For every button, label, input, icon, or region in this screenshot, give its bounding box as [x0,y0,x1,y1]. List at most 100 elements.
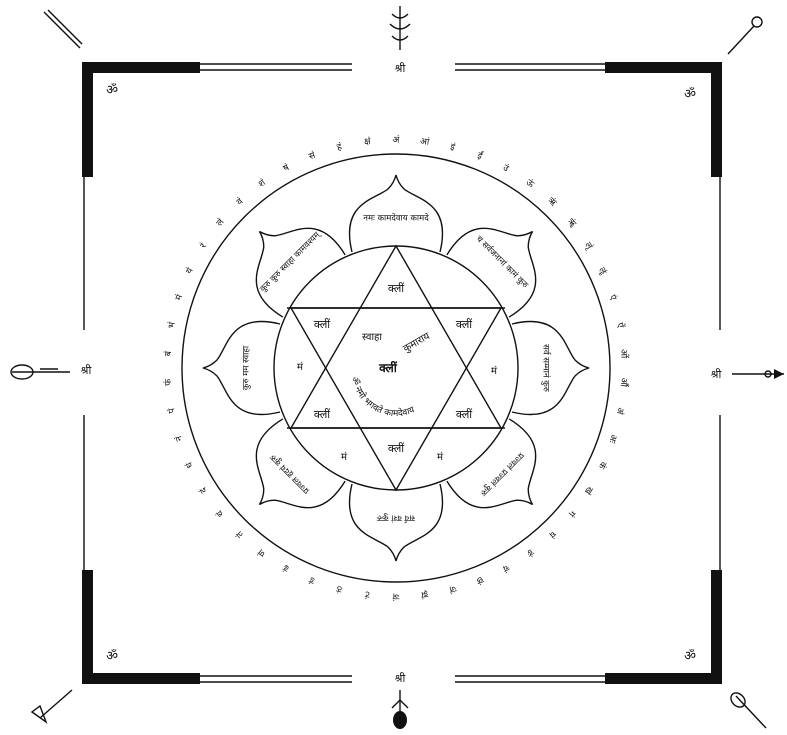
ring-syllable: गं [565,508,577,520]
ring-syllable: भं [166,321,178,330]
petal-text: कुरु मम स्वाहा [242,345,252,390]
ring-syllable: ॠं [565,216,579,229]
spear-icon [11,365,70,379]
center-bija: क्लीं [378,360,398,375]
ring-syllable: ॡं [596,266,609,277]
ring-syllable: रं [198,241,209,250]
ring-syllable: ऊं [524,177,537,191]
gate-mark-bottom: श्री [395,672,406,685]
bhupura-frame [82,62,722,684]
ring-syllable: थं [214,507,226,519]
ring-syllable: अं [614,406,626,416]
ring-syllable: ईं [476,149,485,162]
ring-syllable: छं [474,574,485,587]
corner-bracket-tl-v [82,62,93,177]
petal: सर्व सम्मानं कुरु [512,321,589,414]
ring-syllable: खं [582,484,596,497]
hex-point-bija-top: क्लीं [388,282,404,295]
petal-text: कुरु कुरु स्वाहा कामवश्यम् [258,229,323,294]
hex-point-bija-upper-right: क्लीं [456,318,472,331]
ring-syllable: डं [308,574,318,586]
corner-bracket-tr-h [605,62,722,73]
side-syllable-bottom-right: मं [437,451,444,463]
petal-text: प्रज्वल हृदयं कुरु [267,451,312,496]
ring-syllable: बं [163,350,174,357]
corner-mark-br: ॐ [684,649,696,664]
corner-bracket-br-v [711,570,722,684]
petal-text: प्रज्वलं प्रज्वलं कुरु [477,450,526,499]
ring-syllable: कं [595,460,608,472]
ring-syllable: धं [183,460,196,470]
ring-syllable: घं [546,528,558,540]
ring-syllable: सं [307,149,318,162]
sword-icon [44,10,82,48]
ring-syllable: अं [393,135,401,146]
ring-syllable: तं [234,528,246,540]
ring-syllable: शं [256,177,268,190]
staff-icon [728,17,762,54]
ring-syllable: ञं [392,591,399,602]
corner-mark-bl: ॐ [106,649,118,664]
ring-syllable: टं [364,588,370,600]
ring-syllable: ऐं [614,322,627,330]
ring-syllable: यं [184,265,197,275]
ring-syllable: लृं [582,240,595,252]
ring-syllable: उं [501,162,512,175]
ring-syllable: झं [420,588,428,600]
trident-icon [390,6,410,50]
hexagram-upward-triangle [291,246,501,428]
corner-bracket-bl-h [82,673,200,684]
ring-syllable: ठं [335,583,344,595]
corner-bracket-bl-v [82,570,93,684]
ring-syllable: चं [500,562,511,575]
gate-mark-right: श्री [711,368,722,381]
ring-syllable: औं [618,377,631,388]
gate-mark-top: श्री [395,62,406,75]
petal: नमः कामदेवाय कामदे [349,175,442,252]
ring-syllable: दं [197,485,209,495]
ring-syllable: ओं [618,349,631,360]
ring-syllable: ऋं [546,195,559,208]
corner-bracket-br-h [605,673,722,684]
hex-point-bija-lower-right: क्लीं [456,408,472,421]
noose-icon [32,690,72,722]
petal: सर्व वशं कुरु [349,484,442,561]
corner-bracket-tl-h [82,62,200,73]
inner-ring-textpath: ॐ नमो भगवते कामदेवाय [349,376,417,419]
side-syllable-right: मं [491,365,498,377]
ring-syllable: वं [234,195,246,207]
ring-syllable: हं [336,141,344,153]
arrow-icon [732,369,784,379]
hex-point-bija-lower-left: क्लीं [314,408,330,421]
center-right-text: कुमाराय [402,331,433,355]
inner-ring-text: ॐ नमो भगवते कामदेवाय [349,376,417,419]
ring-syllable: ङं [524,546,536,559]
gate-mark-left: श्री [81,364,92,377]
ring-syllable: फं [163,377,174,386]
ring-syllable: मं [173,293,185,302]
petal: कुरु मम स्वाहा [203,321,280,414]
ring-syllable: पं [166,406,178,414]
side-syllable-left: मं [297,361,304,373]
corner-mark-tr: ॐ [684,87,696,102]
center-left-text: स्वाहा [362,332,382,343]
ring-syllable: णं [256,546,268,559]
petal-text: सर्व वशं कुरु [376,513,415,524]
ring-syllable: एं [607,293,619,302]
hex-point-bija-bottom: क्लीं [388,442,404,455]
ring-syllable: लं [214,216,227,228]
ring-syllable: आं [419,136,430,148]
ring-syllable: नं [173,433,185,442]
ring-syllable: क्षं [364,136,372,148]
corner-bracket-tr-v [711,62,722,177]
mace-icon [392,690,408,729]
corner-mark-tl: ॐ [106,83,118,98]
vajra-icon [728,690,766,728]
ring-syllable: षं [281,162,292,175]
ring-syllable: ढं [281,561,292,574]
ring-syllable: जं [448,583,458,595]
petal-text: सर्व सम्मानं कुरु [541,344,552,393]
ring-syllable: अः [606,433,618,445]
hex-point-bija-upper-right-left: क्लीं [314,318,330,331]
